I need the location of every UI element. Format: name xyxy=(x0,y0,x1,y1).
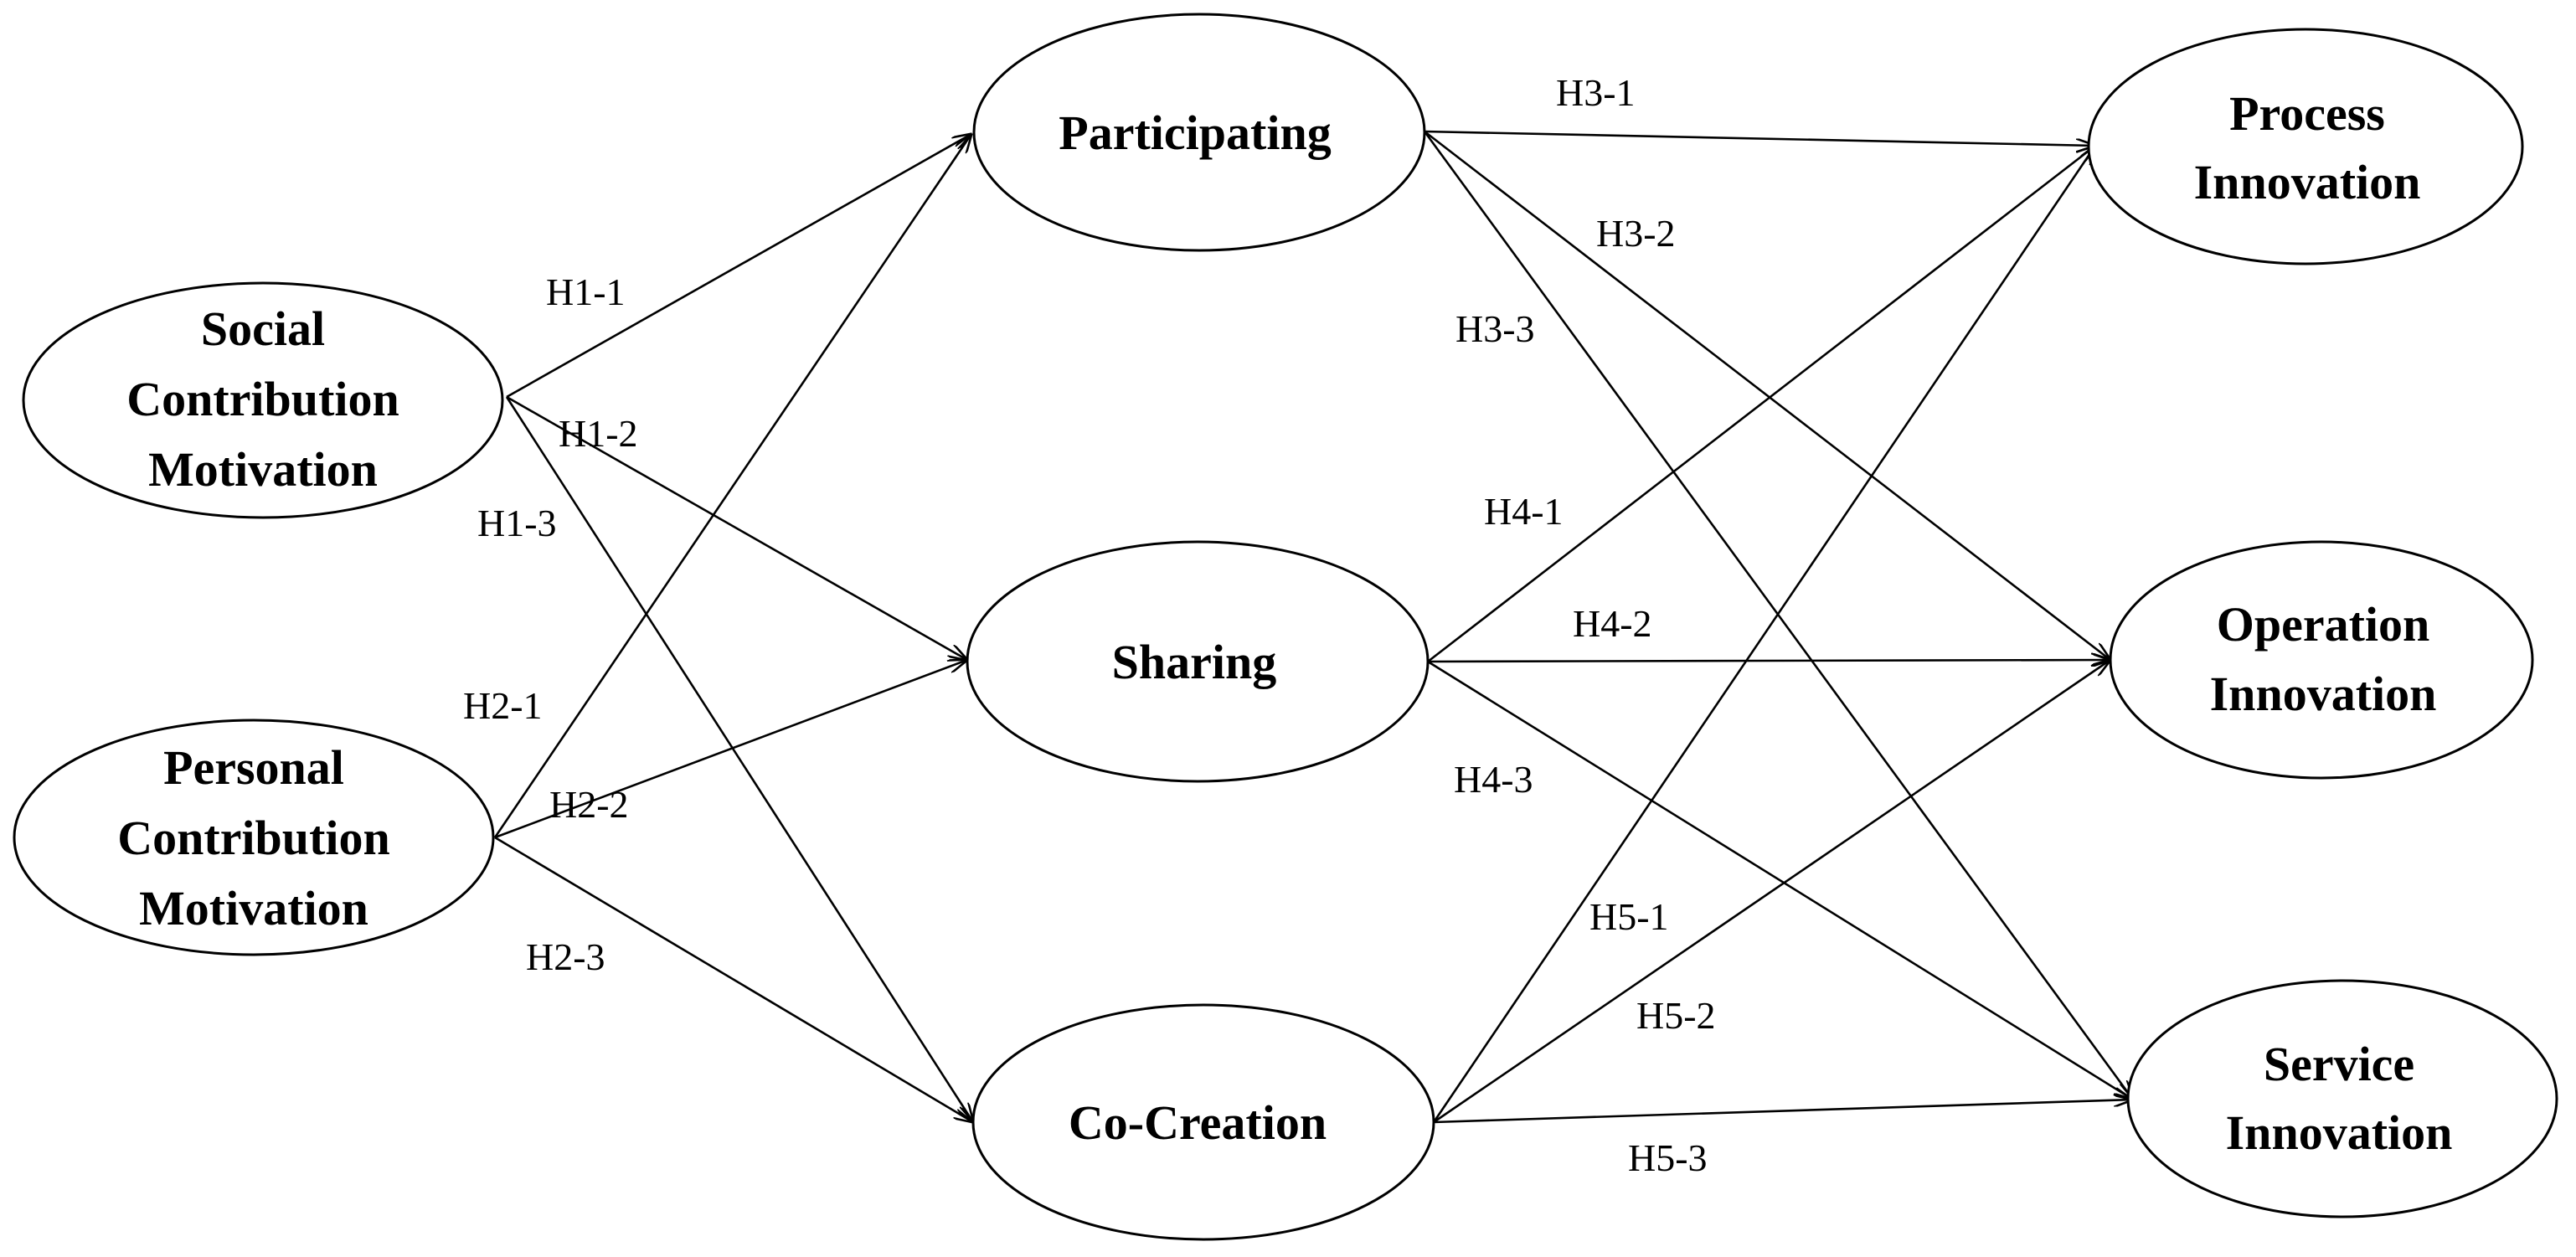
edge-h4-1 xyxy=(1427,146,2095,663)
edge-label-h5-2: H5-2 xyxy=(1636,994,1716,1037)
edge-h4-3 xyxy=(1427,660,2133,1100)
node-ellipse xyxy=(972,13,1426,252)
edge-label-h5-1: H5-1 xyxy=(1589,895,1669,938)
edge-label-h2-2: H2-2 xyxy=(549,783,629,826)
node-ellipse xyxy=(2126,979,2558,1218)
node-personal-contribution-motivation: Personal Contribution Motivation xyxy=(13,719,495,956)
edges xyxy=(493,130,2133,1124)
edge-h1-3 xyxy=(505,396,973,1122)
node-label-line: Motivation xyxy=(139,881,368,935)
node-ellipse xyxy=(2109,540,2534,780)
node-label-line: Participating xyxy=(1059,106,1331,160)
edge-h1-2 xyxy=(506,395,967,660)
node-ellipse xyxy=(22,281,504,519)
node-label-line: Innovation xyxy=(2226,1105,2453,1160)
edge-h3-2 xyxy=(1424,130,2110,660)
node-co-creation: Co-Creation xyxy=(971,1003,1435,1241)
node-label-line: Service xyxy=(2264,1037,2414,1091)
node-label-line: Contribution xyxy=(117,811,390,865)
node-label-line: Operation xyxy=(2217,597,2430,652)
node-label-line: Personal xyxy=(163,740,344,795)
node-participating: Participating xyxy=(972,13,1426,252)
edge-h2-1 xyxy=(493,134,971,838)
node-label-line: Contribution xyxy=(126,372,399,426)
edge-label-h2-1: H2-1 xyxy=(463,684,543,727)
node-label-line: Co-Creation xyxy=(1069,1095,1327,1150)
node-social-contribution-motivation: Social Contribution Motivation xyxy=(22,281,504,519)
node-process-innovation: Process Innovation xyxy=(2087,28,2524,265)
node-sharing: Sharing xyxy=(966,540,1430,783)
edge-label-h3-2: H3-2 xyxy=(1596,212,1676,255)
edge-label-h5-3: H5-3 xyxy=(1628,1136,1708,1179)
edge-h5-2 xyxy=(1433,660,2110,1124)
edge-label-h4-3: H4-3 xyxy=(1454,758,1533,801)
node-label-line: Process xyxy=(2229,86,2385,141)
node-ellipse xyxy=(966,540,1430,783)
edge-label-h4-1: H4-1 xyxy=(1484,490,1564,533)
edge-h2-3 xyxy=(494,836,973,1122)
node-label-line: Innovation xyxy=(2194,155,2421,209)
edge-label-h1-2: H1-2 xyxy=(559,412,638,455)
node-service-innovation: Service Innovation xyxy=(2126,979,2558,1218)
node-ellipse xyxy=(971,1003,1435,1241)
edge-h3-3 xyxy=(1423,131,2133,1100)
node-ellipse xyxy=(13,719,495,956)
node-operation-innovation: Operation Innovation xyxy=(2109,540,2534,780)
edge-label-h1-3: H1-3 xyxy=(477,502,557,544)
node-ellipse xyxy=(2087,28,2524,265)
edge-h5-1 xyxy=(1432,146,2095,1123)
edge-h5-3 xyxy=(1433,1100,2133,1124)
edge-label-h3-1: H3-1 xyxy=(1556,71,1636,114)
edge-label-h1-1: H1-1 xyxy=(546,270,626,313)
edge-h1-1 xyxy=(506,134,971,399)
edge-h3-1 xyxy=(1424,130,2095,146)
edge-label-h2-3: H2-3 xyxy=(526,935,605,978)
edge-h4-2 xyxy=(1427,660,2110,662)
node-label-line: Motivation xyxy=(148,442,378,497)
node-label-line: Sharing xyxy=(1112,635,1277,689)
edge-label-h3-3: H3-3 xyxy=(1455,307,1535,350)
node-label-line: Social xyxy=(201,301,325,356)
edge-h2-2 xyxy=(494,660,967,839)
edge-label-h4-2: H4-2 xyxy=(1573,602,1652,645)
edge-labels: H1-1 H1-2 H1-3 H2-1 H2-2 H2-3 H3-1 H3-2 … xyxy=(463,71,1716,1179)
node-label-line: Innovation xyxy=(2210,667,2437,721)
